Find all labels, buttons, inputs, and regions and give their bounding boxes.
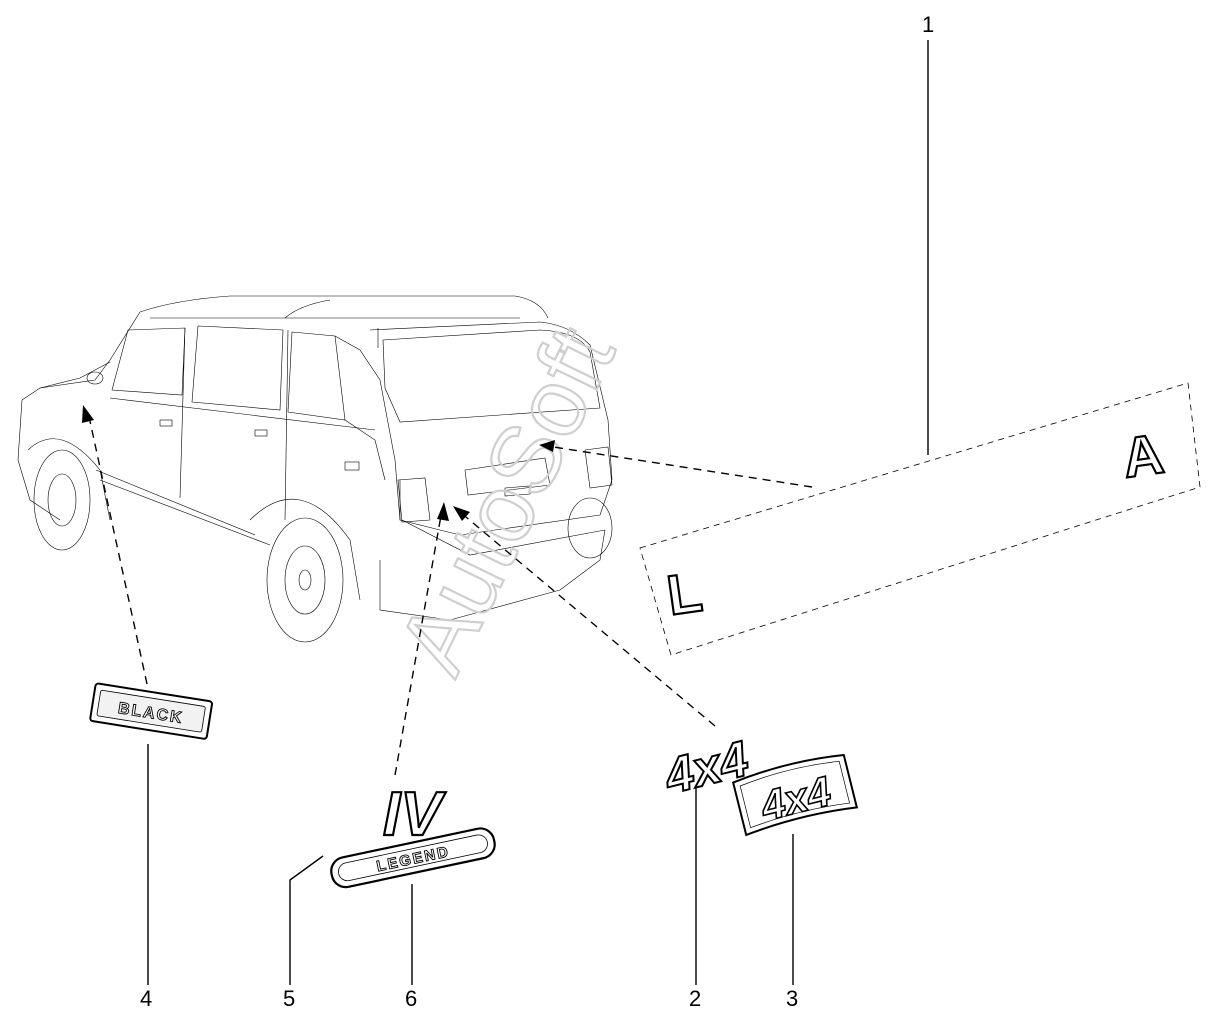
part-black-badge: BLACK bbox=[89, 682, 213, 740]
vehicle-outline bbox=[17, 295, 613, 643]
callout-6: 6 bbox=[405, 986, 417, 1011]
callout-1: 1 bbox=[922, 12, 934, 37]
part-lada-strip: L A bbox=[639, 382, 1201, 656]
leader-lines bbox=[147, 40, 929, 985]
callout-numbers: 1 4 5 6 2 3 bbox=[140, 12, 934, 1011]
part-legend-badge: LEGEND bbox=[330, 827, 496, 889]
callout-2: 2 bbox=[689, 986, 701, 1011]
callout-3: 3 bbox=[786, 986, 798, 1011]
watermark: AutoSoft bbox=[378, 311, 636, 689]
strip-letter-l: L bbox=[663, 560, 706, 627]
assembly-arrows bbox=[82, 405, 813, 776]
callout-5: 5 bbox=[283, 986, 295, 1011]
strip-letter-a: A bbox=[1119, 422, 1168, 490]
part-4x4-plate: 4x4 bbox=[731, 753, 859, 837]
callout-4: 4 bbox=[140, 986, 152, 1011]
